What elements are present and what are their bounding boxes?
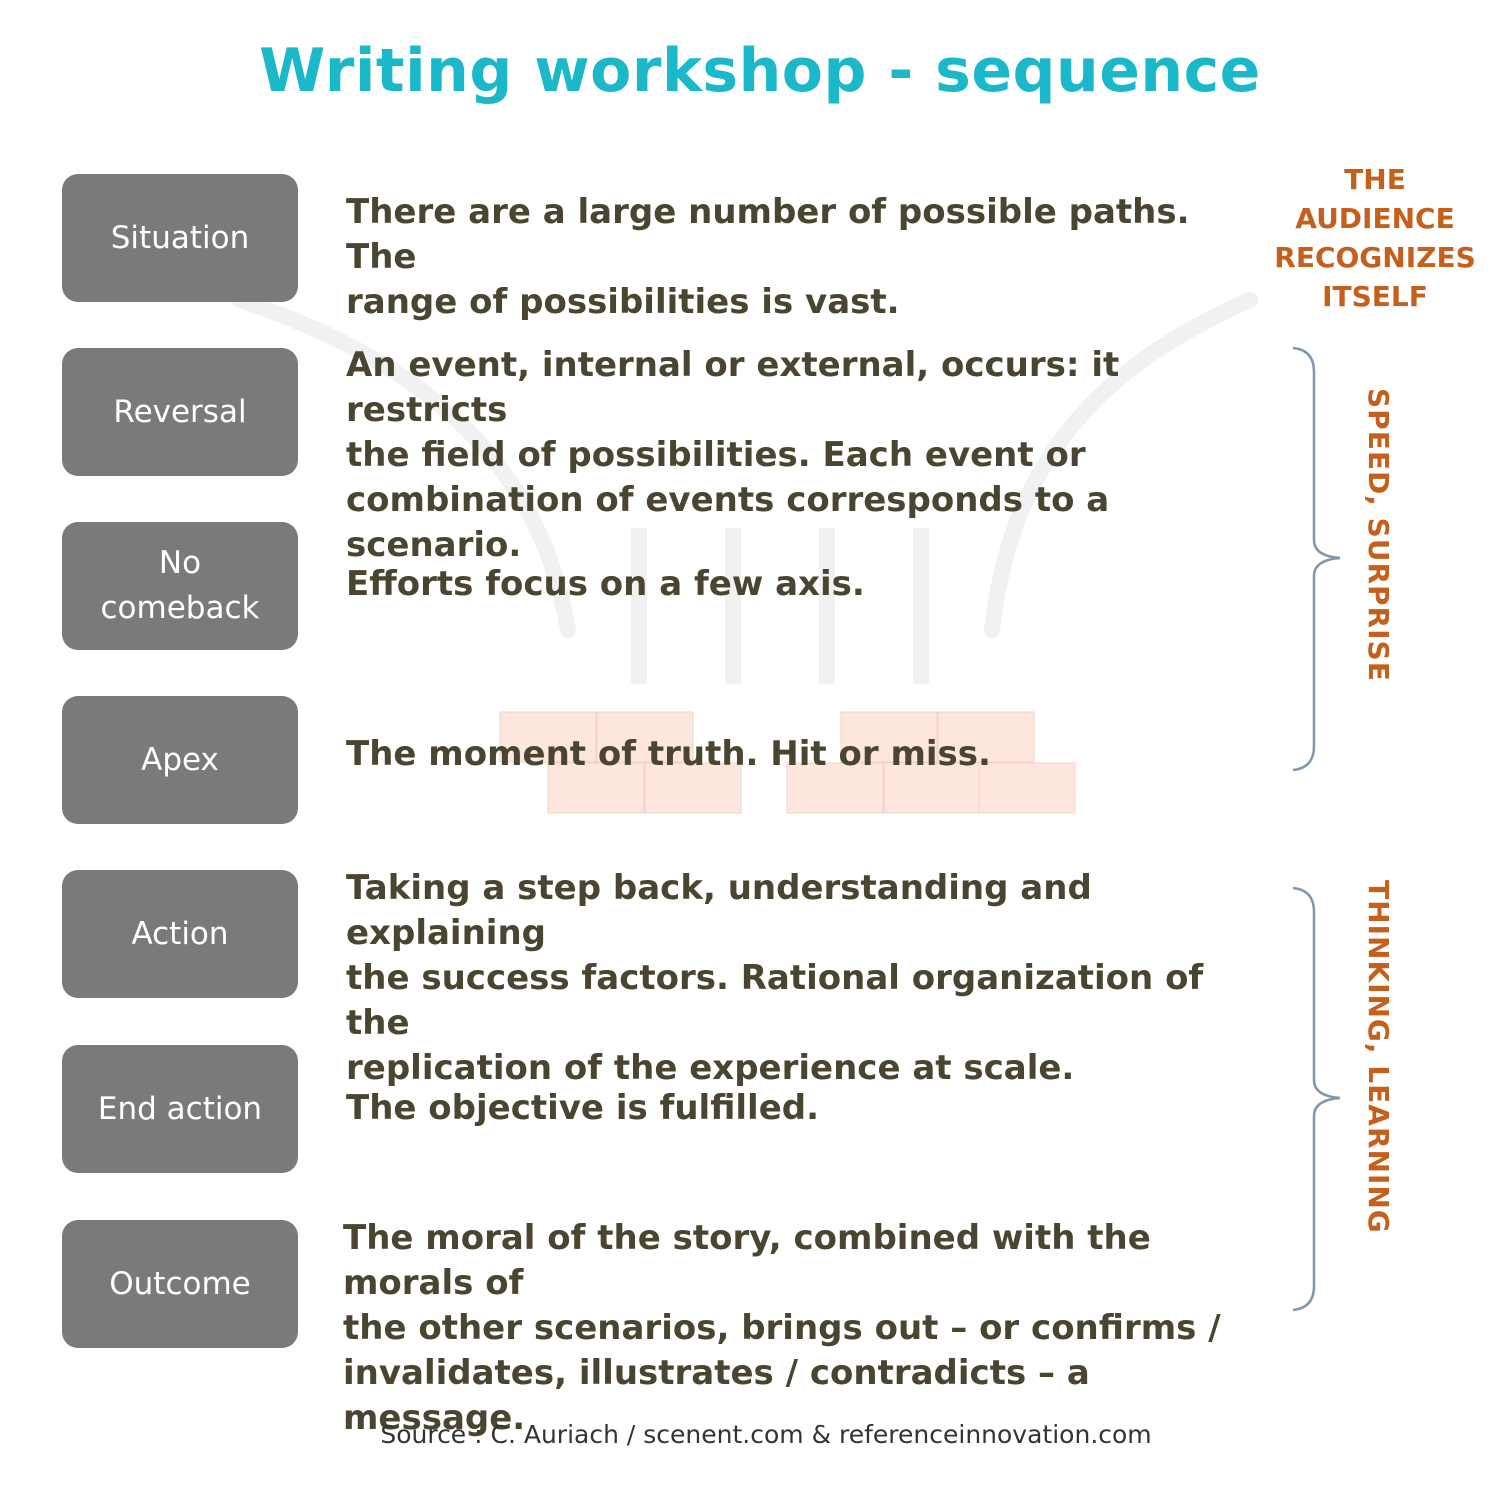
source-credit: Source : C. Auriach / scenent.com & refe… [380, 1420, 1152, 1449]
brick [547, 762, 645, 814]
stage-description-situation: There are a large number of possible pat… [346, 192, 1190, 322]
brick [644, 762, 742, 814]
stage-description-reversal: An event, internal or external, occurs: … [346, 345, 1120, 565]
brick [499, 711, 597, 763]
right-curly-brace-icon [1292, 346, 1341, 772]
thinking-learning-label: THINKING, LEARNING [1362, 880, 1395, 1234]
funnel-line [913, 528, 929, 684]
stage-box-end-action: End action [62, 1045, 298, 1173]
funnel-right-curve [984, 292, 1258, 638]
stage-box-action: Action [62, 870, 298, 998]
stage-description-no-comeback: Efforts focus on a few axis. [346, 564, 865, 604]
funnel-left-curve [232, 292, 576, 638]
page-title: Writing workshop - sequence [259, 36, 1261, 106]
speed-surprise-label: SPEED, SURPRISE [1362, 388, 1395, 682]
brick [596, 711, 694, 763]
brick [883, 762, 981, 814]
stage-box-apex: Apex [62, 696, 298, 824]
stage-box-no-comeback: No comeback [62, 522, 298, 650]
stage-description-end-action: The objective is fulfilled. [346, 1088, 820, 1128]
right-curly-brace-icon [1292, 886, 1341, 1312]
funnel-line [725, 528, 741, 684]
audience-recognizes-label: THE AUDIENCE RECOGNIZES ITSELF [1274, 163, 1476, 313]
brick [840, 711, 938, 763]
brick [978, 762, 1076, 814]
brick-wall [499, 711, 1076, 814]
funnel-line [819, 528, 835, 684]
brick [786, 762, 884, 814]
stage-description-action: Taking a step back, understanding and ex… [346, 868, 1204, 1088]
stage-box-reversal: Reversal [62, 348, 298, 476]
stage-description-apex: The moment of truth. Hit or miss. [346, 734, 991, 774]
stage-box-outcome: Outcome [62, 1220, 298, 1348]
stage-box-situation: Situation [62, 174, 298, 302]
brick [937, 711, 1035, 763]
stage-description-outcome: The moral of the story, combined with th… [343, 1218, 1221, 1438]
funnel-line [631, 528, 647, 684]
